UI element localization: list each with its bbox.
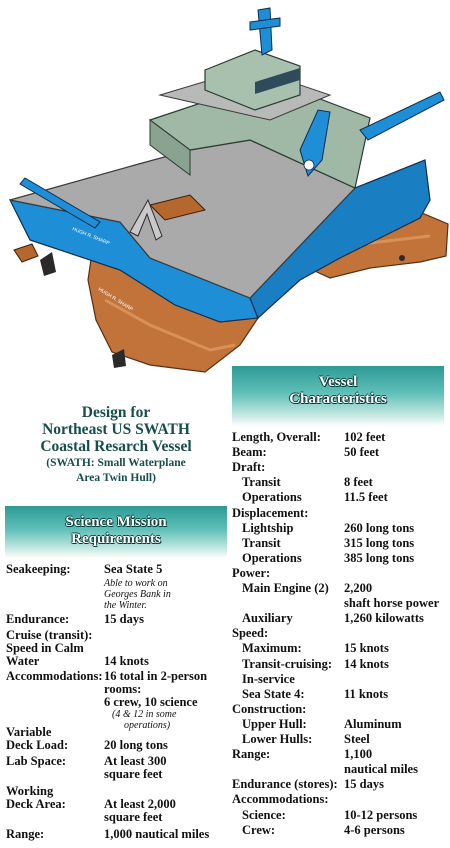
seakeeping-note-3: the Winter. [104,600,147,611]
vessel-row-value: 4-6 persons [344,823,405,837]
design-title-line-2: Northeast US SWATH [42,421,190,438]
vessel-header-line-2: Characteristics [289,391,387,407]
vessel-row-label: Maximum: [242,641,302,655]
vessel-header-line-1: Vessel [318,374,358,390]
vessel-row-label: Crew: [242,823,276,837]
vessel-row-value: 102 feet [344,430,386,444]
vessel-row-value: 315 long tons [344,536,415,550]
vessel-row-label: Operations [242,551,302,565]
vessel-row-value: 385 long tons [344,551,415,565]
accommodations-label: Accommodations: [6,669,103,683]
science-header-line-2: Requirements [71,531,161,547]
vessel-row-label: Auxiliary [242,611,293,625]
vessel-row-value: 14 knots [344,657,389,671]
lab-space-value-2: square feet [104,767,163,781]
deck-load-label-1: Variable [6,725,52,739]
deck-hatch [149,194,206,221]
accommodations-value-3: 6 crew, 10 science [104,695,198,709]
accommodations-value-2: rooms: [104,682,142,696]
vessel-row-label: Power: [232,566,271,580]
vessel-row-label: Lower Hulls: [242,732,313,746]
working-deck-value-2: square feet [104,810,163,824]
cruise-label-3: Water [6,654,40,668]
vessel-row-value: 1,100 [344,747,373,761]
seakeeping-note-2: Georges Bank in [104,589,171,600]
vessel-row-label: Length, Overall: [232,430,321,444]
vessel-row-label: Transit [242,536,281,550]
vessel-row-label: Transit-cruising: [242,657,333,671]
endurance-label: Endurance: [6,612,70,626]
vessel-row-label: Sea State 4: [242,687,305,701]
vessel-row-label: Operations [242,490,302,504]
design-title-line-3: Coastal Resarch Vessel [40,438,192,455]
vessel-row-label: Range: [232,747,271,761]
vessel-row-label: Accommodations: [232,792,329,806]
vessel-row-value: 15 knots [344,641,389,655]
accommodations-value-1: 16 total in 2-person [104,669,208,683]
vessel-row-label: Draft: [232,460,266,474]
vessel-row-label: Endurance (stores): [232,777,338,791]
science-header-line-1: Science Mission [65,514,167,530]
vessel-row-value: Aluminum [344,717,402,731]
cruise-label-1: Cruise (transit): [6,628,93,642]
design-title-line-1: Design for [81,404,151,421]
vessel-row-label: Speed: [232,626,269,640]
design-subtitle-line-1: (SWATH: Small Waterplane [46,457,186,469]
range-label: Range: [6,827,45,841]
vessel-row-label: Science: [242,808,286,822]
vessel-row-label: Main Engine (2) [242,581,329,595]
bridge-house [204,49,301,111]
lab-space-label: Lab Space: [6,754,67,768]
cruise-label-2: Speed in Calm [6,641,84,655]
working-deck-label-1: Working [6,784,54,798]
vessel-row-value: 50 feet [344,445,380,459]
cruise-value: 14 knots [104,654,149,668]
crane-arm [19,177,101,229]
lab-space-value-1: At least 300 [104,754,167,768]
vessel-row-label: Lightship [242,521,294,535]
vessel-row-value: 8 feet [344,475,373,489]
science-requirements-table: Seakeeping: Sea State 5 Able to work on … [6,562,232,842]
seakeeping-value: Sea State 5 [104,562,163,576]
seakeeping-label: Seakeeping: [6,562,71,576]
vessel-row-value: 10-12 persons [344,808,418,822]
vessel-row-value: 1,260 kilowatts [344,611,424,625]
vessel-row-value: Steel [344,732,370,746]
design-subtitle-line-2: Area Twin Hull) [76,472,156,484]
vessel-row-label: Construction: [232,702,307,716]
vessel-row-value: nautical miles [344,762,418,776]
swath-vessel-illustration: HUGH R. SHARP HUGH R. SHARP [8,7,449,373]
science-mission-header: Science Mission Requirements [5,506,227,558]
working-deck-label-2: Deck Area: [6,797,66,811]
vessel-row-label: In-service [242,672,295,686]
a-frame [129,198,163,241]
vessel-row-value: shaft horse power [344,596,440,610]
range-value: 1,000 nautical miles [104,827,210,841]
vessel-row-value: 260 long tons [344,521,415,535]
vessel-row-label: Upper Hull: [242,717,307,731]
deck-load-value: 20 long tons [104,738,168,752]
accommodations-note-2: operations) [124,720,171,731]
vessel-row-value: 2,200 [344,581,373,595]
vessel-row-value: 11 knots [344,687,389,701]
seakeeping-note-1: Able to work on [104,578,168,589]
design-title: Design for Northeast US SWATH Coastal Re… [0,404,232,485]
vessel-characteristics-header: Vessel Characteristics [232,366,444,426]
vessel-row-label: Displacement: [232,506,309,520]
funnel [299,109,331,178]
working-deck-value-1: At least 2,000 [104,797,176,811]
deck-load-label-2: Deck Load: [6,738,69,752]
vessel-row-value: 11.5 feet [344,490,388,504]
endurance-value: 15 days [104,612,144,626]
vessel-row-label: Beam: [232,445,267,459]
vessel-row-label: Transit [242,475,281,489]
vessel-row-value: 15 days [344,777,384,791]
mast [257,7,273,56]
accommodations-note-1: (4 & 12 in some [112,709,177,720]
